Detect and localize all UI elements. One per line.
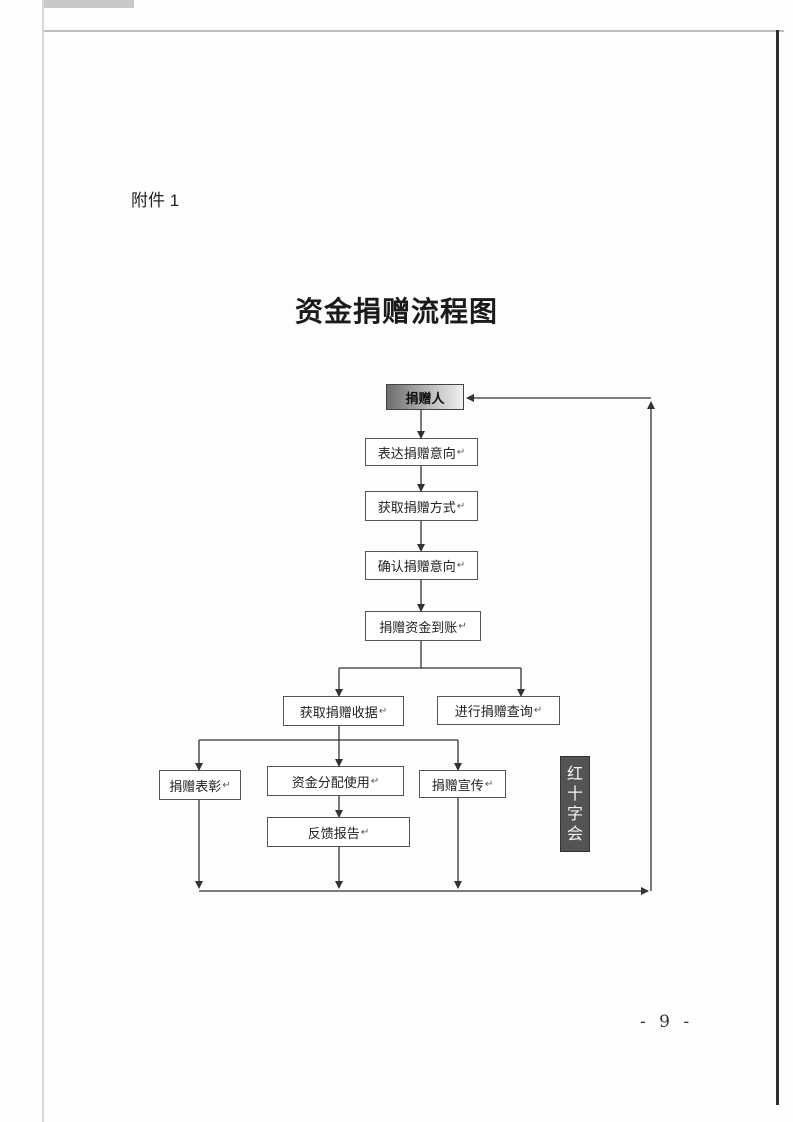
flow-node-get-method: 获取捐赠方式↵ [365,491,478,521]
return-mark: ↵ [222,779,231,791]
flow-node-feedback-report-label: 反馈报告 [307,825,360,841]
flow-node-funds-received: 捐赠资金到账↵ [365,611,481,641]
flow-node-get-method-label: 获取捐赠方式 [377,499,456,515]
organization-label: 红十字会 [567,764,583,844]
flow-node-express-intent: 表达捐赠意向↵ [365,438,478,466]
return-mark: ↵ [456,446,466,458]
flow-node-query-donation-label: 进行捐赠查询 [454,704,533,719]
page-top-edge [44,30,784,32]
flow-node-commendation: 捐赠表彰↵ [159,770,241,800]
flow-node-publicity-label: 捐赠宣传 [431,777,484,793]
flow-node-query-donation: 进行捐赠查询↵ [437,696,560,725]
flow-node-commendation-label: 捐赠表彰 [169,778,222,794]
return-mark: ↵ [458,620,467,632]
return-mark: ↵ [378,705,388,717]
page-title: 资金捐赠流程图 [294,295,498,328]
return-mark: ↵ [484,778,494,790]
return-mark: ↵ [456,560,466,571]
flow-node-publicity: 捐赠宣传↵ [419,770,506,798]
flow-node-get-receipt: 获取捐赠收据↵ [283,696,404,726]
return-mark: ↵ [533,705,543,716]
organization-label-char: 会 [566,824,583,843]
flow-node-funds-received-label: 捐赠资金到账 [379,619,458,635]
organization-label-box: 红十字会 [560,756,590,852]
return-mark: ↵ [370,775,380,787]
scan-corner-mark [44,0,134,8]
flow-node-express-intent-label: 表达捐赠意向 [377,445,456,461]
return-mark: ↵ [456,500,466,512]
organization-label-char: 字 [566,804,583,823]
flow-node-get-receipt-label: 获取捐赠收据 [299,704,378,720]
organization-label-char: 十 [566,784,583,803]
page-left-edge [42,0,44,1122]
flow-node-donor-label: 捐赠人 [405,390,445,406]
flow-node-fund-usage: 资金分配使用↵ [267,766,404,796]
flow-node-confirm-intent-label: 确认捐赠意向 [377,559,456,574]
attachment-label: 附件 1 [131,191,180,210]
flow-node-fund-usage-label: 资金分配使用 [291,774,370,790]
organization-label-char: 红 [566,764,583,783]
page-right-edge [776,30,779,1105]
page-number: - 9 - [640,1012,694,1032]
flow-node-confirm-intent: 确认捐赠意向↵ [365,551,478,580]
return-mark: ↵ [360,826,370,838]
flow-node-donor: 捐赠人 [386,384,464,410]
flow-node-feedback-report: 反馈报告↵ [267,817,410,847]
